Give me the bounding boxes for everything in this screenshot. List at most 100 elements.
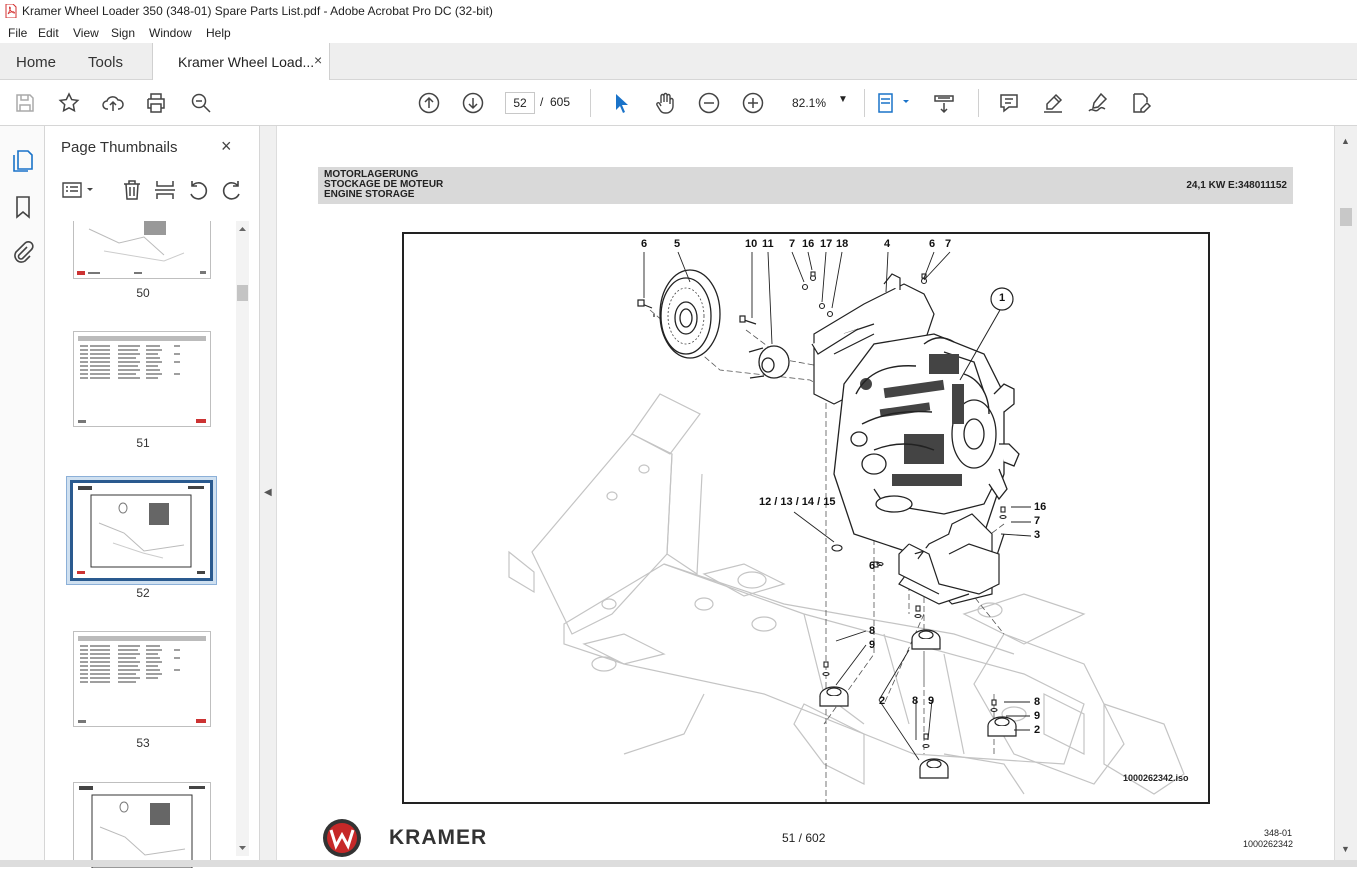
hand-tool-icon[interactable] xyxy=(653,91,677,115)
callout-label: 9 xyxy=(869,639,876,651)
extract-page-icon[interactable] xyxy=(153,178,177,202)
next-page-icon[interactable] xyxy=(461,91,485,115)
header-french: STOCKAGE DE MOTEUR xyxy=(324,179,444,190)
bookmark-star-icon[interactable] xyxy=(57,91,81,115)
exploded-drawing-frame: 6 5 10 11 7 16 17 18 4 6 7 1 12 / 13 / 1… xyxy=(402,232,1210,804)
brand-name: KRAMER xyxy=(389,826,488,849)
zoom-in-icon[interactable] xyxy=(741,91,765,115)
callout-label: 3 xyxy=(1034,529,1041,541)
callout-label: 17 xyxy=(820,238,833,250)
thumbnail-label: 51 xyxy=(136,436,150,450)
comment-icon[interactable] xyxy=(997,91,1021,115)
document-scrollbar[interactable]: ▲ ▼ xyxy=(1334,126,1357,867)
thumbnail-label: 53 xyxy=(136,736,150,750)
page-total: 605 xyxy=(550,95,571,109)
callout-label: 16 xyxy=(1034,501,1047,513)
zoom-out-icon[interactable] xyxy=(697,91,721,115)
title-bar: Kramer Wheel Loader 350 (348-01) Spare P… xyxy=(0,0,1357,22)
scroll-down-arrow-icon[interactable]: ▼ xyxy=(1341,844,1350,854)
thumbnail-label: 52 xyxy=(136,586,150,600)
menu-view[interactable]: View xyxy=(73,26,99,40)
tab-document[interactable]: Kramer Wheel Load... × xyxy=(152,43,330,80)
tab-document-label: Kramer Wheel Load... xyxy=(178,54,315,70)
callout-label: 8 xyxy=(912,695,919,707)
menu-bar: File Edit View Sign Window Help xyxy=(0,22,1357,43)
page-header-band: MOTORLAGERUNG STOCKAGE DE MOTEUR ENGINE … xyxy=(318,167,1293,204)
window-title: Kramer Wheel Loader 350 (348-01) Spare P… xyxy=(22,4,493,18)
attachments-paperclip-icon[interactable] xyxy=(10,239,36,265)
thumbnail-page[interactable] xyxy=(73,782,211,869)
thumbnail-page-selected[interactable] xyxy=(70,480,213,581)
header-german: MOTORLAGERUNG xyxy=(324,169,419,180)
scroll-mode-icon[interactable] xyxy=(932,91,956,115)
toolbar-divider xyxy=(864,89,865,117)
drawing-id: 1000262342.iso xyxy=(1123,773,1189,783)
taskbar-strip xyxy=(0,860,1357,867)
zoom-level-select[interactable]: 82.1% ▼ xyxy=(786,92,856,114)
page-thumbnails-panel: Page Thumbnails × 50 xyxy=(45,126,260,869)
kramer-logo-icon xyxy=(323,819,361,857)
highlight-pen-icon[interactable] xyxy=(1041,91,1065,115)
thumbnail-label: 50 xyxy=(136,286,150,300)
callout-label: 7 xyxy=(1034,515,1041,527)
thumbnail-page[interactable] xyxy=(73,221,211,279)
delete-page-icon[interactable] xyxy=(120,178,144,202)
toolbar-divider xyxy=(590,89,591,117)
menu-help[interactable]: Help xyxy=(206,26,231,40)
thumbnail-options-icon[interactable] xyxy=(61,178,97,202)
zoom-search-icon[interactable] xyxy=(189,91,213,115)
callout-label: 8 xyxy=(869,625,876,637)
rotate-counterclockwise-icon[interactable] xyxy=(186,178,210,202)
callout-label: 5 xyxy=(674,238,681,250)
pdf-file-icon xyxy=(5,4,17,18)
callout-label: 2 xyxy=(1034,724,1041,736)
page-number-input[interactable]: 52 xyxy=(505,92,535,114)
menu-sign[interactable]: Sign xyxy=(111,26,136,40)
callout-label: 2 xyxy=(879,695,886,707)
draw-freehand-icon[interactable] xyxy=(1085,91,1109,115)
thumbnail-page[interactable] xyxy=(73,631,211,727)
page-thumbnails-icon[interactable] xyxy=(10,148,36,174)
tab-close-icon[interactable]: × xyxy=(314,52,323,68)
callout-label: 12 / 13 / 14 / 15 xyxy=(759,496,836,508)
callout-label: 7 xyxy=(789,238,796,250)
previous-page-icon[interactable] xyxy=(417,91,441,115)
upload-cloud-icon[interactable] xyxy=(101,91,125,115)
zoom-level-value: 82.1% xyxy=(792,96,827,110)
callout-label: 4 xyxy=(884,238,891,250)
bookmarks-icon[interactable] xyxy=(10,194,36,220)
scrollbar-thumb[interactable] xyxy=(1340,208,1352,226)
fit-page-icon[interactable] xyxy=(876,91,912,115)
menu-window[interactable]: Window xyxy=(149,26,192,40)
footer-model-code: 348-01 xyxy=(1264,828,1293,838)
callout-label: 6 xyxy=(869,560,876,572)
thumbnail-scrollbar[interactable] xyxy=(236,221,249,856)
select-cursor-icon[interactable] xyxy=(609,91,633,115)
panel-collapse-strip[interactable]: ◀ xyxy=(260,126,277,867)
fill-sign-icon[interactable] xyxy=(1129,91,1153,115)
thumbnail-page[interactable] xyxy=(73,331,211,427)
document-page: MOTORLAGERUNG STOCKAGE DE MOTEUR ENGINE … xyxy=(277,126,1334,867)
tab-home[interactable]: Home xyxy=(16,54,57,71)
callout-label: 8 xyxy=(1034,696,1041,708)
page-footer-number: 51 / 602 xyxy=(782,831,826,845)
save-icon[interactable] xyxy=(13,91,37,115)
collapse-arrow-icon[interactable]: ◀ xyxy=(264,487,272,498)
callout-label: 7 xyxy=(945,238,952,250)
print-icon[interactable] xyxy=(144,91,168,115)
toolbar: 52 / 605 82.1% ▼ xyxy=(0,80,1357,126)
scroll-up-arrow-icon[interactable]: ▲ xyxy=(1341,136,1350,146)
header-english: ENGINE STORAGE xyxy=(324,189,415,200)
panel-title: Page Thumbnails xyxy=(61,139,178,156)
chevron-down-icon: ▼ xyxy=(838,94,848,105)
menu-file[interactable]: File xyxy=(8,26,28,40)
tab-tools[interactable]: Tools xyxy=(88,54,124,71)
callout-label: 11 xyxy=(762,238,774,250)
menu-edit[interactable]: Edit xyxy=(38,26,59,40)
toolbar-divider xyxy=(978,89,979,117)
callout-label: 10 xyxy=(745,238,758,250)
exploded-view-drawing xyxy=(508,251,1185,802)
close-panel-icon[interactable]: × xyxy=(221,136,232,156)
callout-label: 18 xyxy=(836,238,849,250)
rotate-clockwise-icon[interactable] xyxy=(220,178,244,202)
